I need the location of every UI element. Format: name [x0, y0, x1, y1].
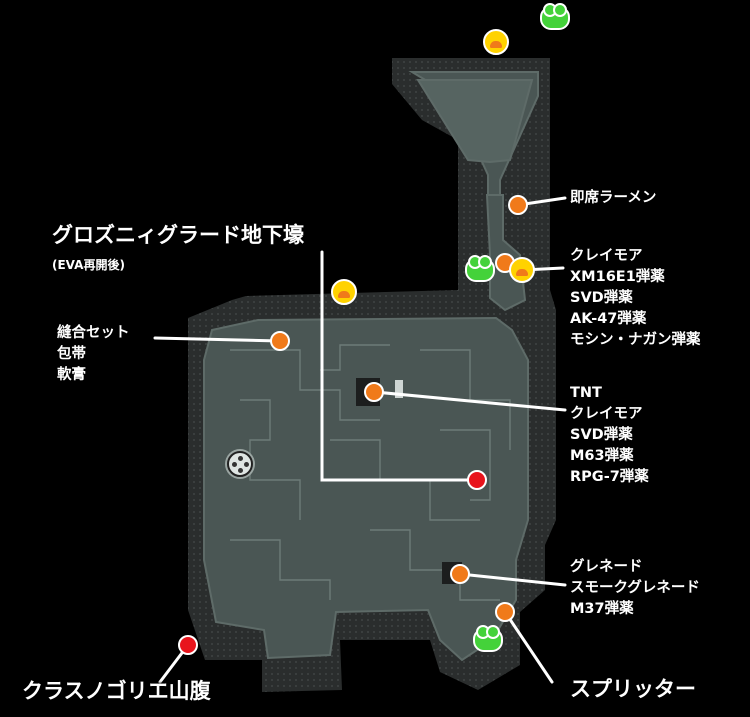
item-marker-lower-right[interactable] — [450, 564, 470, 584]
door-bars — [395, 380, 403, 398]
item-marker-ramen[interactable] — [508, 195, 528, 215]
frog-icon[interactable] — [540, 3, 570, 30]
exit-marker-west[interactable] — [178, 635, 198, 655]
ramen-icon[interactable] — [331, 279, 357, 305]
map-title: グロズニィグラード地下壕 — [52, 223, 304, 247]
label-boss: スプリッター — [570, 677, 696, 701]
manhole-icon[interactable] — [227, 451, 253, 477]
ramen-icon[interactable] — [509, 257, 535, 283]
frog-icon[interactable] — [465, 255, 495, 282]
frog-icon[interactable] — [473, 625, 503, 652]
ramen-icon[interactable] — [483, 29, 509, 55]
label-left-top-items: 縫合セット 包帯 軟膏 — [57, 325, 130, 383]
label-upper-right-items: クレイモア XM16E1弾薬 SVD弾薬 AK-47弾薬 モシン・ナガン弾薬 — [570, 248, 701, 348]
label-exit-west: クラスノゴリエ山腹 — [22, 679, 211, 703]
label-center-items: TNT クレイモア SVD弾薬 M63弾薬 RPG-7弾薬 — [570, 385, 649, 485]
map-subtitle: (EVA再開後) — [52, 258, 125, 272]
item-marker-boss[interactable] — [495, 602, 515, 622]
item-marker-center[interactable] — [364, 382, 384, 402]
label-ramen: 即席ラーメン — [570, 190, 657, 206]
label-lower-right-items: グレネード スモークグレネード M37弾薬 — [570, 559, 700, 617]
exit-marker-title[interactable] — [467, 470, 487, 490]
item-marker-left-top[interactable] — [270, 331, 290, 351]
